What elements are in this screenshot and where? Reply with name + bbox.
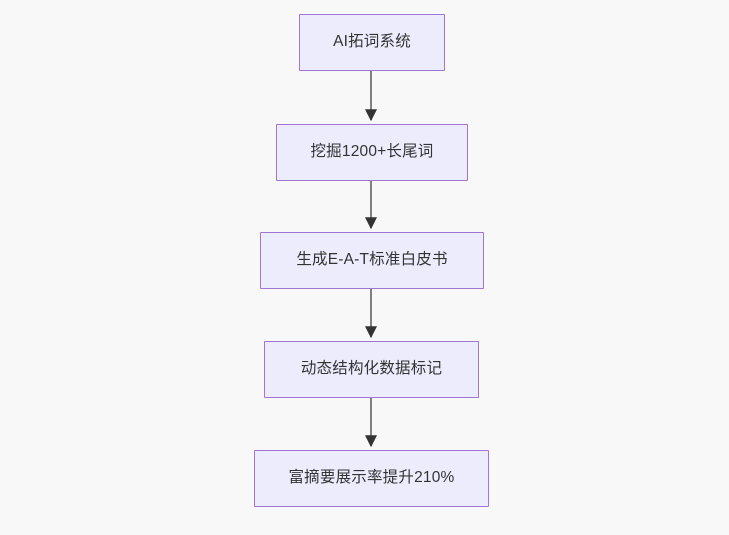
flow-node-3[interactable]: 生成E-A-T标准白皮书 bbox=[260, 232, 484, 289]
flow-node-label: 富摘要展示率提升210% bbox=[288, 469, 455, 487]
flow-node-label: 挖掘1200+长尾词 bbox=[310, 143, 434, 161]
flow-node-2[interactable]: 挖掘1200+长尾词 bbox=[276, 124, 468, 181]
flow-node-5[interactable]: 富摘要展示率提升210% bbox=[254, 450, 489, 507]
flow-node-1[interactable]: AI拓词系统 bbox=[299, 14, 445, 71]
flow-node-4[interactable]: 动态结构化数据标记 bbox=[264, 341, 479, 398]
flow-node-label: 动态结构化数据标记 bbox=[300, 360, 443, 378]
flow-node-label: AI拓词系统 bbox=[333, 33, 411, 51]
flow-node-label: 生成E-A-T标准白皮书 bbox=[296, 251, 448, 269]
